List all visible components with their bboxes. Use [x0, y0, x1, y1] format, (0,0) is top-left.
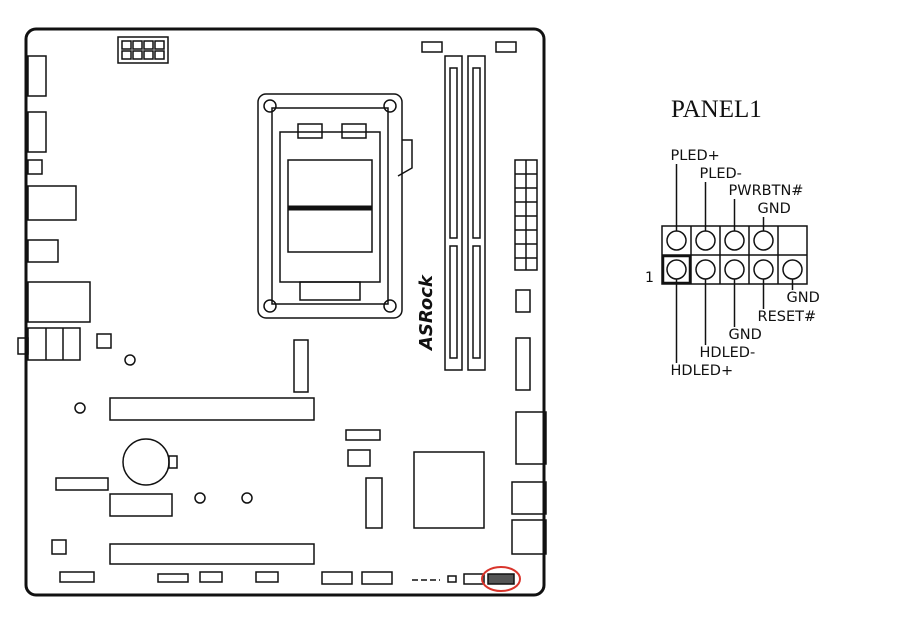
- pin-top-4: [753, 230, 774, 251]
- pin-bottom-4: [753, 259, 774, 280]
- pin-one-marker: 1: [645, 270, 654, 286]
- tpm-header: [345, 429, 381, 441]
- cpu-power-connector: [117, 36, 169, 64]
- motherboard-layout: ASRock: [17, 27, 547, 597]
- pin-bottom-1: [666, 259, 687, 280]
- usb-header: [515, 289, 531, 313]
- pin-label-top-3: PWRBTN#: [729, 183, 804, 199]
- fan-header: [495, 41, 517, 53]
- pin-top-2: [695, 230, 716, 251]
- board-outline: [24, 27, 546, 597]
- pin-label-top-1: PLED+: [671, 148, 720, 164]
- pin-label-bottom-3: GND: [729, 327, 762, 343]
- pin-bottom-5: [782, 259, 803, 280]
- pin-leader-lines: [675, 164, 794, 363]
- pin-bottom-3: [724, 259, 745, 280]
- pin-bottom-2: [695, 259, 716, 280]
- pin-label-bottom-1: HDLED+: [671, 363, 734, 379]
- pin-label-top-4: GND: [758, 201, 791, 217]
- pin-label-bottom-2: HDLED-: [700, 345, 756, 361]
- pcie-slot-2: [109, 543, 315, 565]
- pin-label-bottom-4: RESET#: [758, 309, 817, 325]
- pin-label-bottom-5: GND: [787, 290, 820, 306]
- m2-slot: [293, 339, 309, 393]
- pin-labels: PLED+ PLED-PWRBTN# GND HDLED+ HDLED- GND RESET…: [671, 148, 820, 379]
- cpu-socket: [257, 93, 413, 319]
- m2-slot-2: [365, 477, 383, 529]
- pin-header-grid: [661, 225, 808, 285]
- atx-power-connector: [514, 159, 538, 271]
- brand-logo: ASRock: [416, 274, 437, 352]
- pcie-slot: [109, 397, 315, 421]
- pin-top-1: [666, 230, 687, 251]
- usb3-header: [515, 337, 531, 391]
- cmos-battery: [122, 438, 178, 486]
- dimm-slots: [444, 55, 486, 371]
- panel1-header-on-board: [487, 573, 515, 585]
- pin-label-top-2: PLED-: [700, 166, 742, 182]
- panel-title: PANEL1: [671, 96, 762, 123]
- pin-top-3: [724, 230, 745, 251]
- rear-io: [17, 55, 112, 361]
- panel1-highlight-circle: [481, 566, 521, 592]
- fan-header: [421, 41, 443, 53]
- chipset: [413, 451, 485, 529]
